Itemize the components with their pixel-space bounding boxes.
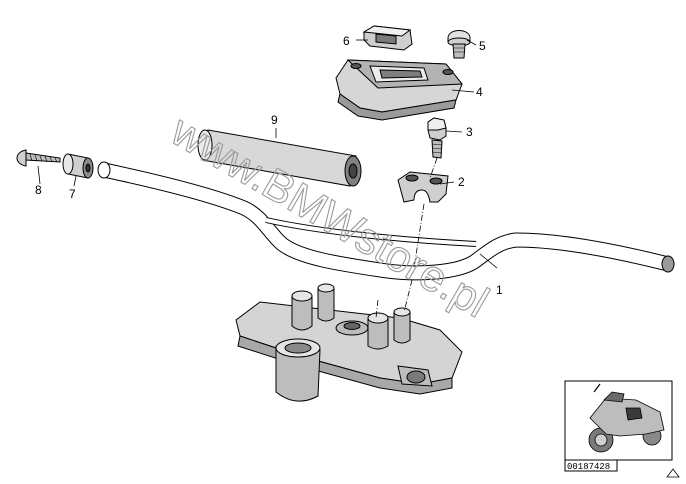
motorcycle-thumbnail-icon	[588, 383, 665, 453]
thumbnail-inset: 00187428	[564, 380, 673, 472]
callout-7: 7	[69, 187, 76, 201]
bar-end-sleeve	[62, 153, 94, 179]
cover-clip	[362, 25, 413, 51]
callout-3: 3	[466, 125, 473, 139]
triple-clamp	[235, 283, 463, 402]
callout-6: 6	[343, 34, 350, 48]
grip-tube	[197, 129, 362, 187]
hex-bolt	[427, 117, 447, 159]
handlebar-tube	[97, 161, 675, 281]
callout-2: 2	[458, 175, 465, 189]
callout-8: 8	[35, 183, 42, 197]
callout-9: 9	[271, 113, 278, 127]
bar-end-screw	[16, 149, 61, 167]
callout-labels: 1 2 3 4 5 6 7 8 9	[35, 34, 503, 297]
upper-clamp	[335, 59, 464, 121]
lower-clamp	[397, 171, 449, 203]
callout-1: 1	[496, 283, 503, 297]
callout-4: 4	[476, 85, 483, 99]
cap-screw	[447, 30, 471, 59]
assembly-axes	[375, 157, 438, 319]
leader-lines	[37, 39, 498, 269]
callout-5: 5	[479, 39, 486, 53]
image-code: 00187428	[567, 462, 610, 472]
warning-triangle-icon	[666, 468, 680, 478]
